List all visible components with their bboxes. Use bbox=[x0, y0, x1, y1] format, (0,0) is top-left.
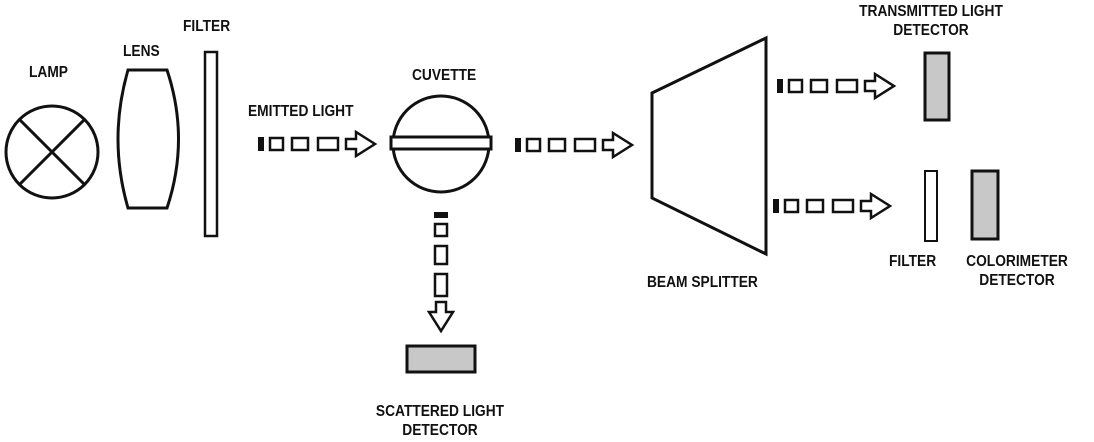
lens-shape bbox=[116, 68, 180, 210]
scattered-light-arrow bbox=[426, 212, 456, 334]
cuvette-label: CUVETTE bbox=[412, 67, 477, 84]
beam-splitter-shape bbox=[650, 35, 768, 257]
transmitted-label-line1: TRANSMITTED LIGHT bbox=[859, 3, 1003, 20]
filter-1-label: FILTER bbox=[183, 18, 231, 35]
scattered-label-line2: DETECTOR bbox=[402, 422, 478, 439]
scattered-light-detector bbox=[405, 344, 477, 374]
filter-1-plate bbox=[203, 50, 219, 238]
transmitted-light-detector bbox=[923, 51, 951, 122]
colorimeter-label-line1: COLORIMETER bbox=[966, 253, 1068, 270]
colorimeter-detector-label: COLORIMETER DETECTOR bbox=[964, 252, 1071, 290]
transmitted-beam-arrow bbox=[777, 71, 897, 101]
filter-2-label: FILTER bbox=[889, 253, 937, 270]
transmitted-light-detector-label: TRANSMITTED LIGHT DETECTOR bbox=[849, 2, 1012, 40]
transmitted-label-line2: DETECTOR bbox=[893, 22, 969, 39]
scattered-light-detector-label: SCATTERED LIGHT DETECTOR bbox=[371, 402, 509, 440]
lamp-symbol bbox=[4, 104, 100, 200]
scattered-label-line1: SCATTERED LIGHT bbox=[375, 403, 505, 420]
colorimeter-detector bbox=[970, 169, 1000, 241]
emitted-light-arrow bbox=[258, 129, 378, 159]
colorimeter-beam-arrow bbox=[773, 191, 893, 221]
cuvette-symbol bbox=[389, 94, 493, 194]
beam-splitter-label: BEAM SPLITTER bbox=[647, 274, 758, 291]
lamp-label: LAMP bbox=[29, 64, 68, 81]
colorimeter-label-line2: DETECTOR bbox=[979, 272, 1055, 289]
emitted-light-label: EMITTED LIGHT bbox=[248, 103, 354, 120]
cuvette-to-splitter-arrow bbox=[515, 130, 635, 160]
filter-2-plate bbox=[924, 170, 938, 242]
lens-label: LENS bbox=[123, 43, 160, 60]
